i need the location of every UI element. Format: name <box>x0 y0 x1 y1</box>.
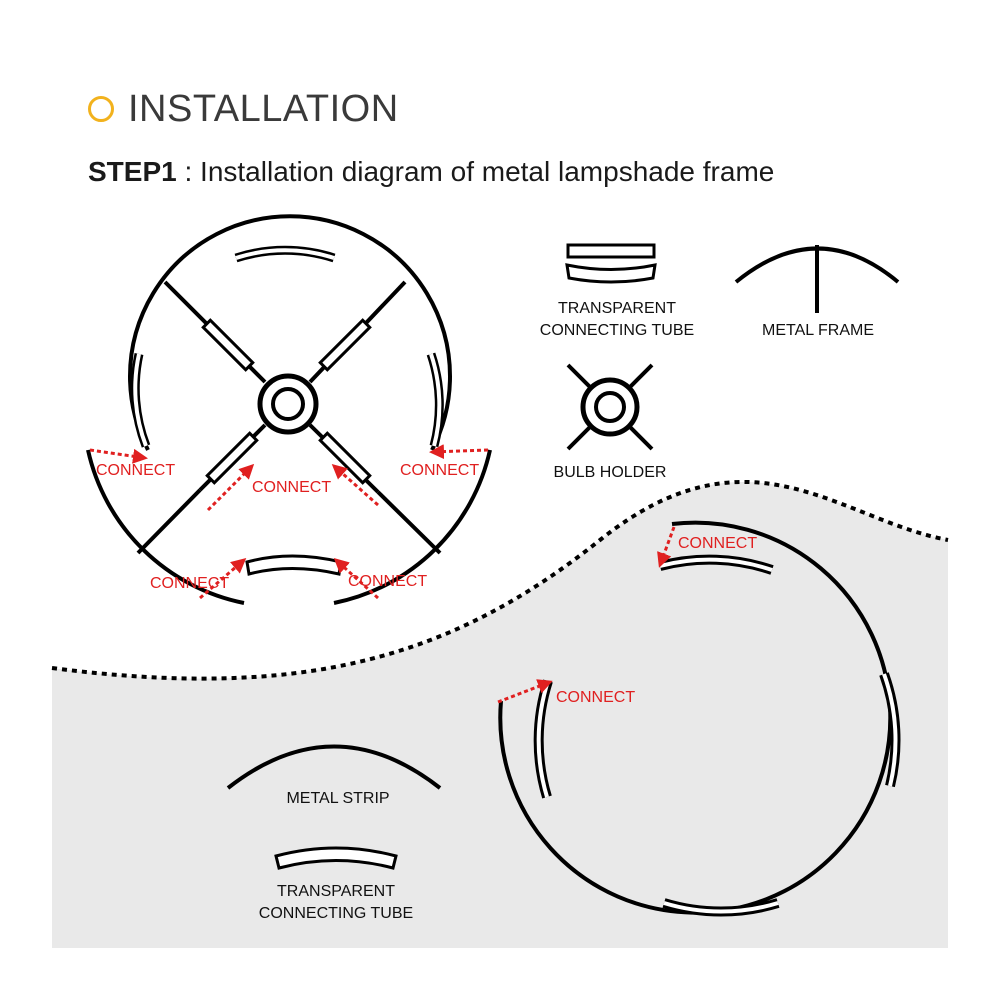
arrow-connect-ring-left <box>497 679 553 704</box>
arrow-connect-center-left <box>206 463 255 512</box>
metal-strip-icon <box>226 744 442 790</box>
loose-tube-bottom <box>245 554 343 576</box>
legend-tube-line1: TRANSPARENT <box>558 300 676 317</box>
arrow-connect-bottom-left <box>199 558 247 600</box>
bottom-tube-icon <box>274 846 398 870</box>
spoke-tube-sw <box>205 431 259 485</box>
exploded-frame <box>86 214 492 605</box>
connect-label-bottom-left: CONNECT <box>150 575 229 592</box>
legend-frame-label: METAL FRAME <box>762 322 874 339</box>
step-caption: STEP1 : Installation diagram of metal la… <box>88 156 774 188</box>
connect-label-bottom-right: CONNECT <box>348 573 427 590</box>
lower-spoke-left <box>136 488 202 555</box>
arrow-connect-left <box>89 448 148 464</box>
legend-bulb-label: BULB HOLDER <box>554 464 667 481</box>
section-heading: INSTALLATION <box>88 84 399 134</box>
hub-outer <box>257 373 319 435</box>
page-title: INSTALLATION <box>128 87 399 130</box>
connect-label-right: CONNECT <box>400 462 479 479</box>
hub-inner <box>271 387 305 421</box>
ring-tube-top-inner <box>235 248 335 260</box>
bulb-holder-icon <box>566 363 654 451</box>
spoke-tube-se <box>318 431 372 485</box>
arrow-connect-right <box>429 444 489 460</box>
step-separator: : <box>176 156 201 187</box>
legend-tube-line2: CONNECTING TUBE <box>540 322 694 339</box>
connect-arrows-top <box>89 444 489 600</box>
connect-label-ring-left: CONNECT <box>556 689 635 706</box>
lower-spoke-right <box>376 490 442 555</box>
step-text: Installation diagram of metal lampshade … <box>200 156 775 187</box>
ring-tube-left-inner <box>133 353 148 447</box>
step-label: STEP1 <box>88 156 177 187</box>
arrow-connect-bottom-right <box>333 557 380 600</box>
arrow-connect-center-right <box>331 464 379 507</box>
spoke-tube-ne <box>318 318 372 372</box>
ring-main <box>498 520 893 915</box>
connect-label-center: CONNECT <box>252 479 331 496</box>
frame-ring-upper <box>128 214 452 451</box>
connect-label-left: CONNECT <box>96 462 175 479</box>
bottom-tube-line2: CONNECTING TUBE <box>259 905 413 922</box>
legend-frame <box>734 245 900 313</box>
ring-tube-bottom-inner <box>663 901 779 914</box>
legend-strip-label: METAL STRIP <box>286 790 389 807</box>
ring-tube-right-inner <box>882 673 898 787</box>
connect-arrows-bottom <box>497 526 676 704</box>
circle-bullet-icon <box>88 96 114 122</box>
spoke-tube-nw <box>201 318 255 372</box>
tube-curved-icon <box>565 263 657 284</box>
legend-tube <box>565 243 657 284</box>
ring-tube-right-inner <box>429 353 442 447</box>
connect-label-ring-top: CONNECT <box>678 535 757 552</box>
tube-straight-icon <box>566 243 656 259</box>
bottom-tube-line1: TRANSPARENT <box>277 883 395 900</box>
